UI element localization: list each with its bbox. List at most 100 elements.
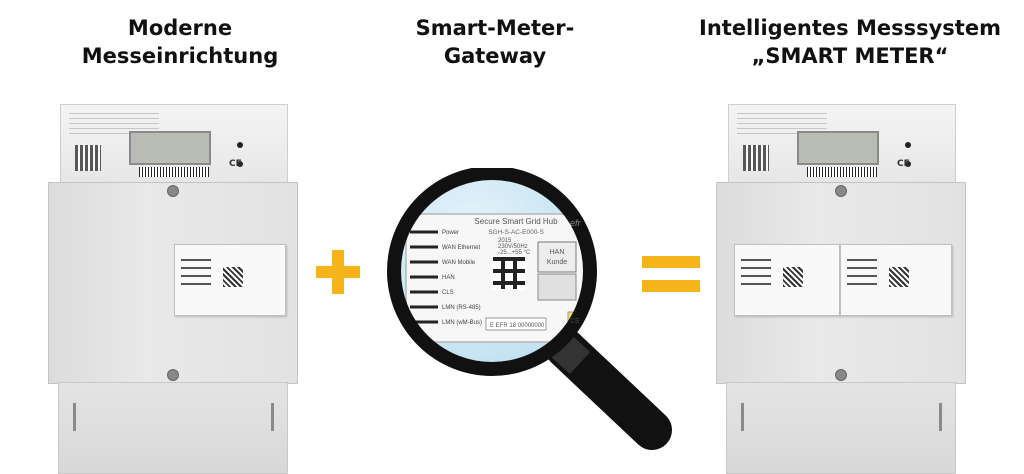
qr-cell [505, 269, 509, 273]
qr-cell [501, 273, 505, 277]
qr-cell [501, 261, 505, 265]
qr-cell [513, 257, 517, 261]
gateway-port-label: WAN Ethernet [442, 245, 480, 251]
plus-vertical-bar [332, 250, 344, 294]
qr-cell [501, 277, 505, 281]
gateway-module-qr-code [783, 267, 803, 287]
plus-sign-icon [316, 250, 360, 294]
smart-meter-qr-code [743, 145, 769, 171]
meter-screw-top [167, 185, 179, 197]
meter-top-panel: CE [60, 104, 288, 185]
qr-cell [493, 281, 497, 285]
heading-center-line1: Smart-Meter- [415, 16, 575, 40]
meter-screw-bottom [167, 369, 179, 381]
qr-cell [509, 269, 513, 273]
qr-cell [501, 257, 505, 261]
meter-barcode [139, 167, 209, 177]
equals-top-bar [642, 256, 700, 268]
gateway-year: 2015 [498, 238, 512, 244]
qr-cell [509, 257, 513, 261]
gateway-port-label: LMN (RS-485) [442, 305, 481, 311]
qr-cell [521, 281, 525, 285]
smart-module-port-lines [847, 259, 877, 289]
smart-meter-hook-right [939, 403, 942, 431]
qr-cell [517, 269, 521, 273]
qr-cell [497, 281, 501, 285]
meter-lcd-display [129, 131, 211, 165]
meter-comm-module [174, 244, 286, 316]
heading-right-line2: „SMART METER“ [751, 44, 949, 68]
heading-gateway: Smart-Meter- Gateway [345, 14, 645, 70]
gateway-port-label: HAN [442, 275, 455, 281]
heading-modern-meter: Moderne Messeinrichtung [30, 14, 330, 70]
qr-cell [517, 281, 521, 285]
magnifier-frame [387, 166, 597, 376]
gateway-ce-mark: CE [570, 318, 580, 325]
gateway-temp: -25...+55 °C [498, 250, 531, 256]
heading-left-line1: Moderne [127, 16, 233, 40]
smart-module-qr-code [889, 267, 909, 287]
qr-cell [501, 281, 505, 285]
qr-cell [501, 265, 505, 269]
meter-leds [237, 133, 253, 167]
meter-hook-right [271, 403, 274, 431]
qr-cell [513, 277, 517, 281]
smart-meter-terminal-cover [726, 382, 956, 474]
equals-sign-icon [642, 256, 700, 294]
gateway-module-port-lines [741, 259, 771, 289]
gateway-model: SGH-S-AC-E000-S [488, 229, 544, 236]
gateway-port-slot [537, 273, 577, 301]
qr-cell [517, 257, 521, 261]
modern-meter-device: CE [48, 104, 298, 474]
heading-center-line2: Gateway [443, 44, 547, 68]
qr-cell [521, 257, 525, 261]
gateway-title: Secure Smart Grid Hub [474, 217, 558, 226]
gateway-port-label: LMN (wM-Bus) [442, 320, 482, 326]
qr-cell [501, 285, 505, 289]
gateway-serial: E EFR 18 00000000 [490, 323, 545, 329]
heading-left-line2: Messeinrichtung [81, 44, 279, 68]
qr-cell [513, 269, 517, 273]
qr-cell [497, 257, 501, 261]
qr-cell [513, 261, 517, 265]
qr-cell [521, 269, 525, 273]
qr-cell [501, 269, 505, 273]
smart-meter-screw-bottom [835, 369, 847, 381]
gateway-serial-box [485, 317, 547, 331]
gateway-han-label-line2: Kunde [547, 259, 567, 266]
gateway-port-label: WAN Mobile [442, 260, 476, 266]
module-port-lines [181, 259, 211, 289]
smart-meter-lcd-display [797, 131, 879, 165]
smart-meter-ce-mark: CE [897, 159, 910, 169]
smart-meter-hook-left [741, 403, 744, 431]
gateway-port-label: Power [442, 230, 459, 236]
qr-cell [513, 273, 517, 277]
qr-cell [497, 269, 501, 273]
gateway-han-label-line1: HAN [550, 249, 565, 256]
heading-right-line1: Intelligentes Messsystem [699, 16, 1001, 40]
smart-meter-screw-top [835, 185, 847, 197]
equals-bottom-bar [642, 280, 700, 292]
meter-terminal-cover [58, 382, 288, 474]
qr-cell [505, 281, 509, 285]
qr-cell [513, 285, 517, 289]
meter-qr-code [75, 145, 101, 171]
gateway-port-label: CLS [442, 290, 454, 296]
smart-meter-comm-module [840, 244, 952, 316]
smart-meter-gateway-module [734, 244, 840, 316]
qr-cell [513, 265, 517, 269]
gateway-brand: efr [570, 218, 582, 228]
qr-cell [493, 257, 497, 261]
qr-cell [509, 281, 513, 285]
smart-meter-barcode [807, 167, 877, 177]
smart-meter-system-device: CE [716, 104, 966, 474]
heading-smart-meter: Intelligentes Messsystem „SMART METER“ [695, 14, 1005, 70]
gateway-han-box [537, 241, 577, 273]
qr-cell [513, 281, 517, 285]
meter-ce-mark: CE [229, 159, 242, 169]
meter-hook-left [73, 403, 76, 431]
smart-meter-top-panel: CE [728, 104, 956, 185]
